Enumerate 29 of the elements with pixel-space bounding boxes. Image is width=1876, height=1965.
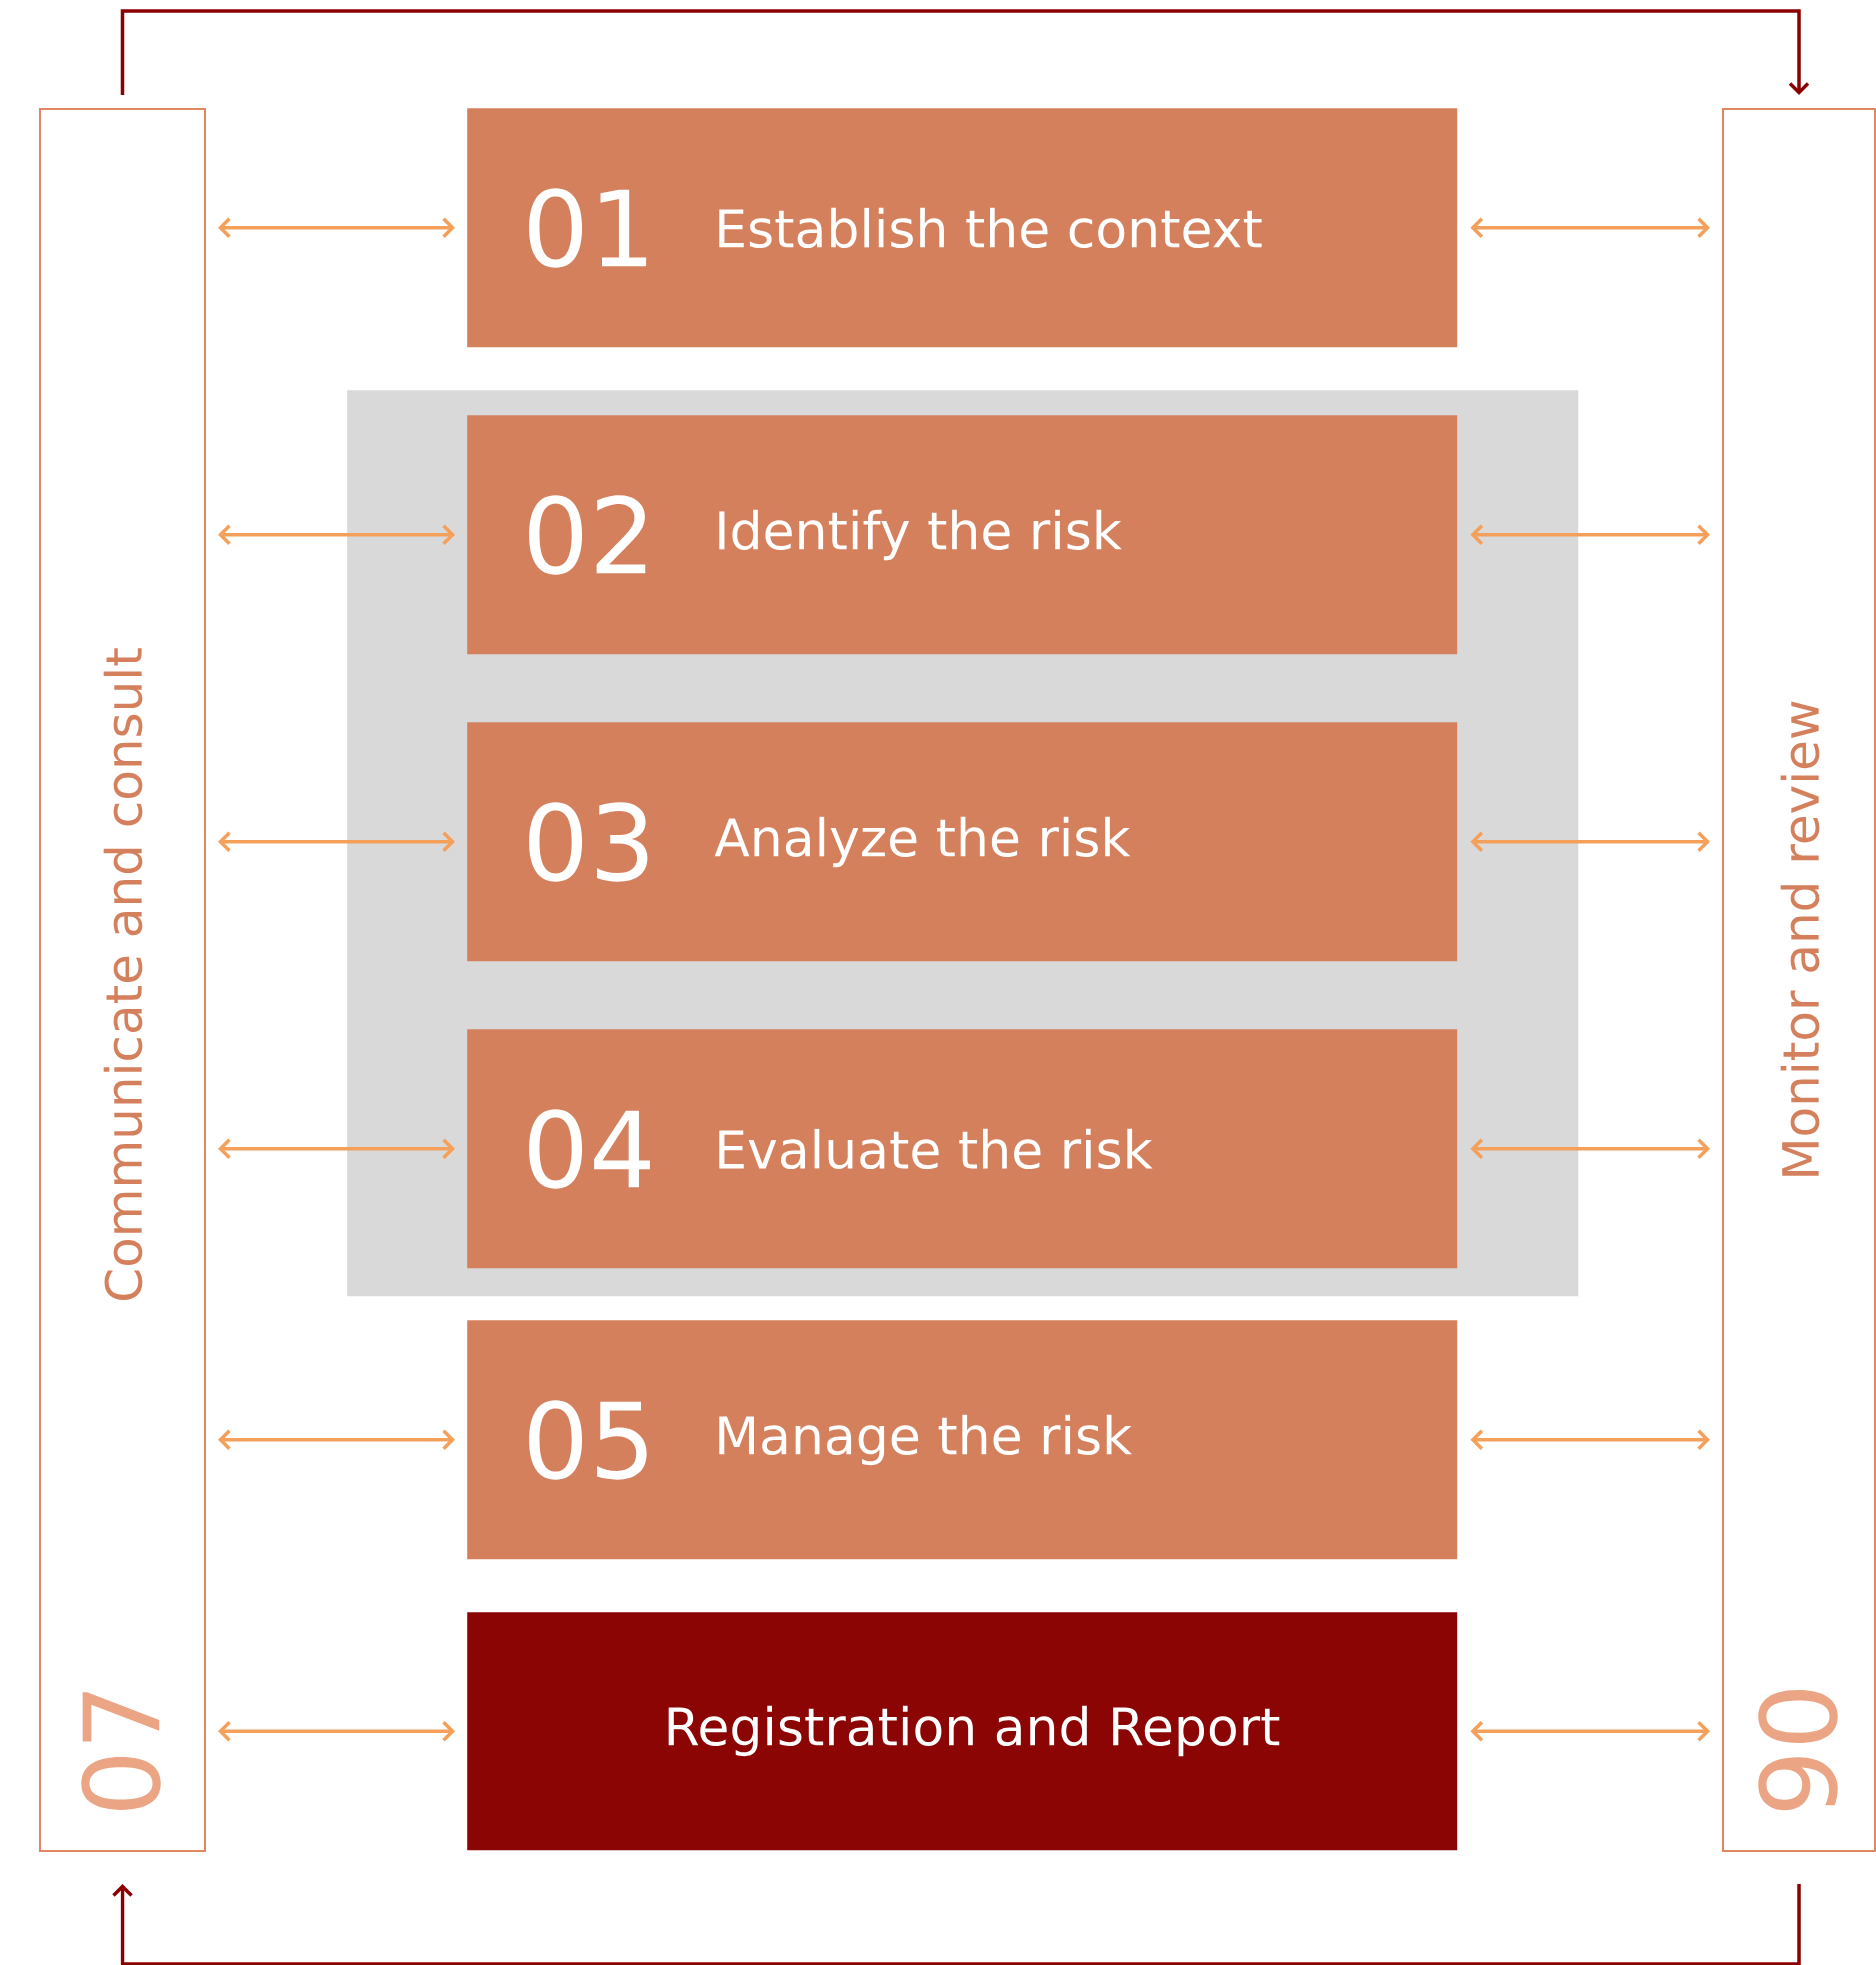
double-arrow <box>1470 1429 1710 1450</box>
step-number: 01 <box>529 188 647 268</box>
loop-arrow <box>112 1884 1801 1965</box>
step-number: 06 <box>1758 1690 1838 1811</box>
loop-arrow <box>120 9 1810 95</box>
box-label: Establish the context <box>719 207 1262 249</box>
double-arrow <box>1470 1720 1710 1742</box>
panel-label: Communicate and consult <box>103 648 143 1300</box>
double-arrow <box>218 1429 455 1450</box>
step-number: 05 <box>529 1400 647 1480</box>
box-label: Manage the risk <box>719 1414 1133 1466</box>
step-number: 04 <box>529 1109 650 1189</box>
double-arrow <box>218 831 455 852</box>
box-label: Registration and Report <box>668 1705 1280 1757</box>
double-arrow <box>218 1138 455 1159</box>
panel-label: Monitor and review <box>1780 701 1820 1176</box>
double-arrow <box>1470 831 1710 852</box>
double-arrow <box>1470 524 1710 545</box>
step-number: 07 <box>81 1692 161 1810</box>
double-arrow <box>1470 217 1710 238</box>
step-number: 03 <box>529 802 648 882</box>
double-arrow <box>1470 1138 1710 1159</box>
step-number: 02 <box>529 495 646 575</box>
box-label: Analyze the risk <box>714 816 1131 868</box>
double-arrow <box>218 1720 455 1742</box>
double-arrow <box>218 524 455 545</box>
box-label: Identify the risk <box>719 509 1122 561</box>
double-arrow <box>218 217 455 238</box>
box-label: Evaluate the risk <box>719 1128 1153 1170</box>
